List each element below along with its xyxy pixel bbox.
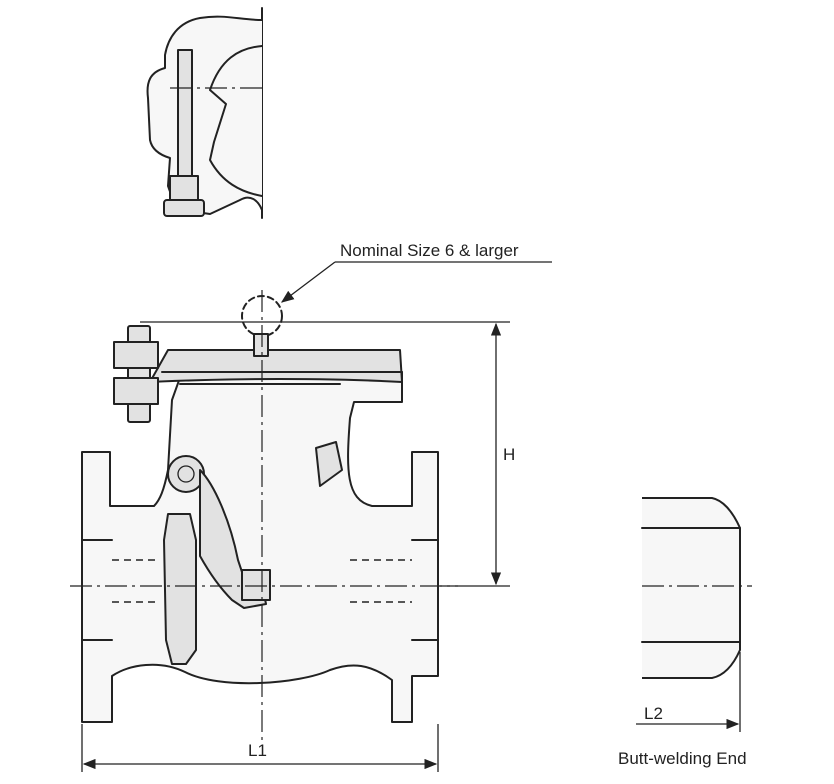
eyebolt-stem — [253, 333, 269, 357]
note-leader-line — [280, 261, 336, 303]
hidden-passages — [112, 559, 412, 603]
side-bolt-shank — [127, 325, 151, 423]
butt-welding-end-caption: Butt-welding End — [618, 749, 747, 768]
dimension-h-label: H — [503, 445, 516, 464]
side-bolt-nut-2 — [113, 377, 159, 405]
valve-body-outline — [81, 371, 439, 723]
hinge-boss — [167, 455, 205, 493]
bonnet-cover — [149, 349, 403, 383]
dimension-l2-label: L2 — [644, 704, 663, 723]
butt-welding-end-view — [636, 497, 752, 732]
detail-cover-outline — [146, 15, 263, 215]
body-stop-lug — [315, 441, 343, 487]
valve-disc — [163, 513, 197, 665]
side-bolt-nut-1 — [113, 341, 159, 369]
detail-inner-outline — [209, 45, 263, 197]
note-label: Nominal Size 6 & larger — [340, 241, 519, 260]
dimension-l1-label: L1 — [248, 741, 267, 760]
valve-body — [70, 290, 458, 740]
dimension-l1 — [81, 724, 439, 772]
detail-bolt-head — [163, 199, 205, 217]
dimension-h — [140, 321, 510, 587]
detail-bolt-nut — [169, 175, 199, 201]
top-detail-view — [146, 7, 263, 219]
note-leader — [280, 261, 552, 303]
hinge-pin — [177, 465, 195, 483]
butt-weld-end-outline — [642, 497, 741, 679]
disc-nut — [241, 569, 271, 601]
